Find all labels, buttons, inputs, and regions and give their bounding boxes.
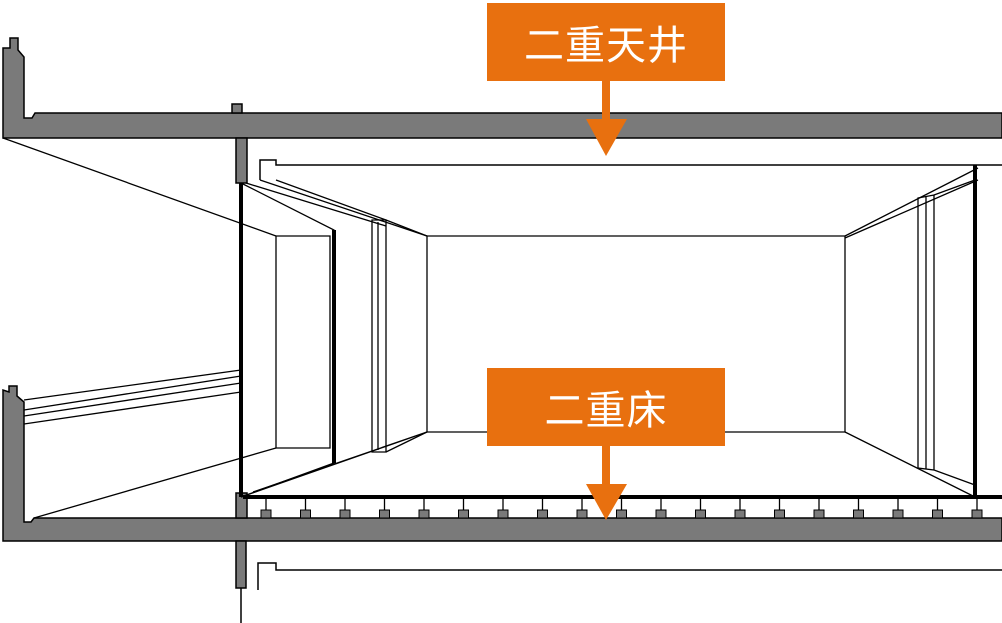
suspended-ceiling-line	[259, 159, 1002, 180]
exterior-sight-lines	[2, 137, 277, 519]
pedestal-base	[418, 509, 430, 519]
upper-left-parapet	[2, 37, 1002, 139]
pedestal-base	[379, 509, 390, 519]
pedestal-base	[971, 509, 983, 519]
floor-arrow	[586, 446, 627, 520]
room-ceiling-to-back	[259, 167, 979, 239]
pedestal-base	[813, 509, 825, 519]
pedestal-base	[300, 509, 311, 519]
pedestal-base	[734, 509, 746, 519]
double-floor-label: 二重床	[544, 388, 668, 434]
pedestal-base	[892, 509, 904, 519]
pedestal-base	[853, 509, 864, 519]
pedestal-base	[576, 509, 588, 519]
pedestal-base	[537, 509, 548, 519]
floor-slab	[2, 385, 1002, 542]
lower-ceiling-line	[257, 562, 1002, 590]
floor-callout-box	[487, 368, 725, 446]
pedestal-base	[932, 509, 943, 519]
left-window	[371, 219, 428, 453]
pedestal-base	[774, 509, 785, 519]
raised-floor-pedestals	[260, 497, 983, 519]
pedestal-base	[339, 509, 351, 519]
pedestal-base	[695, 509, 706, 519]
pedestal-base	[458, 509, 469, 519]
pedestal-base	[655, 509, 667, 519]
ceiling-arrow	[586, 81, 627, 156]
left-wall-panel	[240, 182, 387, 498]
pedestal-base	[260, 509, 272, 519]
right-window	[917, 179, 976, 486]
floor-slab-column	[235, 492, 248, 589]
ceiling-callout-box	[487, 3, 725, 81]
double-ceiling-label: 二重天井	[524, 23, 688, 69]
pedestal-base	[497, 509, 509, 519]
pedestal-base	[616, 509, 627, 519]
